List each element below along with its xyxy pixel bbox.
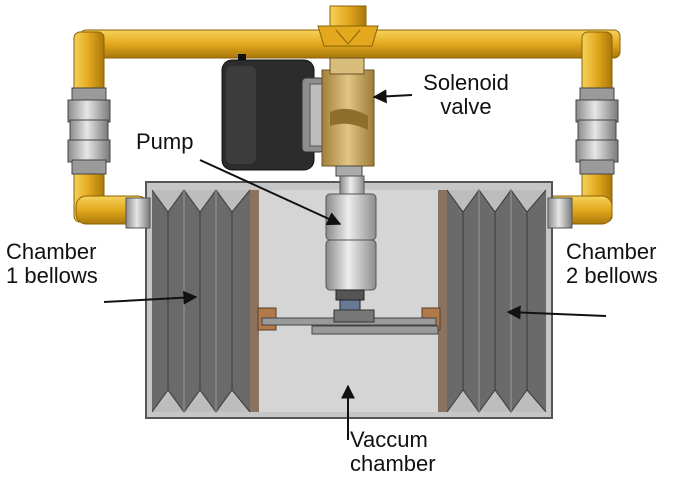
label-chamber1-line1: Chamber [6,239,97,264]
left-union-fitting [67,87,111,175]
label-chamber-2-bellows: Chamber 2 bellows [566,240,658,288]
label-vacuum-line1: Vaccum [350,427,428,452]
label-pump: Pump [136,129,194,154]
chamber1-arrow [103,290,198,305]
label-chamber1-line2: 1 bellows [6,263,98,288]
label-chamber2-line2: 2 bellows [566,263,658,288]
pump [325,175,377,313]
label-chamber-1-bellows: Chamber 1 bellows [6,240,98,288]
label-vacuum-chamber: Vaccum chamber [350,428,436,476]
chamber-1-bellows [151,189,251,413]
pump-arrow [199,159,342,226]
right-union-fitting [575,87,619,175]
label-solenoid-line1: Solenoid [423,70,509,95]
label-chamber2-line1: Chamber [566,239,657,264]
chamber2-arrow [506,305,607,320]
label-vacuum-line2: chamber [350,451,436,476]
chamber-2-bellows [446,189,547,413]
solenoid-valve-body [321,57,375,177]
leader-lines [103,89,607,440]
solenoid-motor [221,54,325,171]
label-solenoid-valve: Solenoid valve [416,71,516,119]
solenoid-arrow [372,89,413,104]
linkage [257,307,441,335]
label-solenoid-line2: valve [440,94,492,119]
